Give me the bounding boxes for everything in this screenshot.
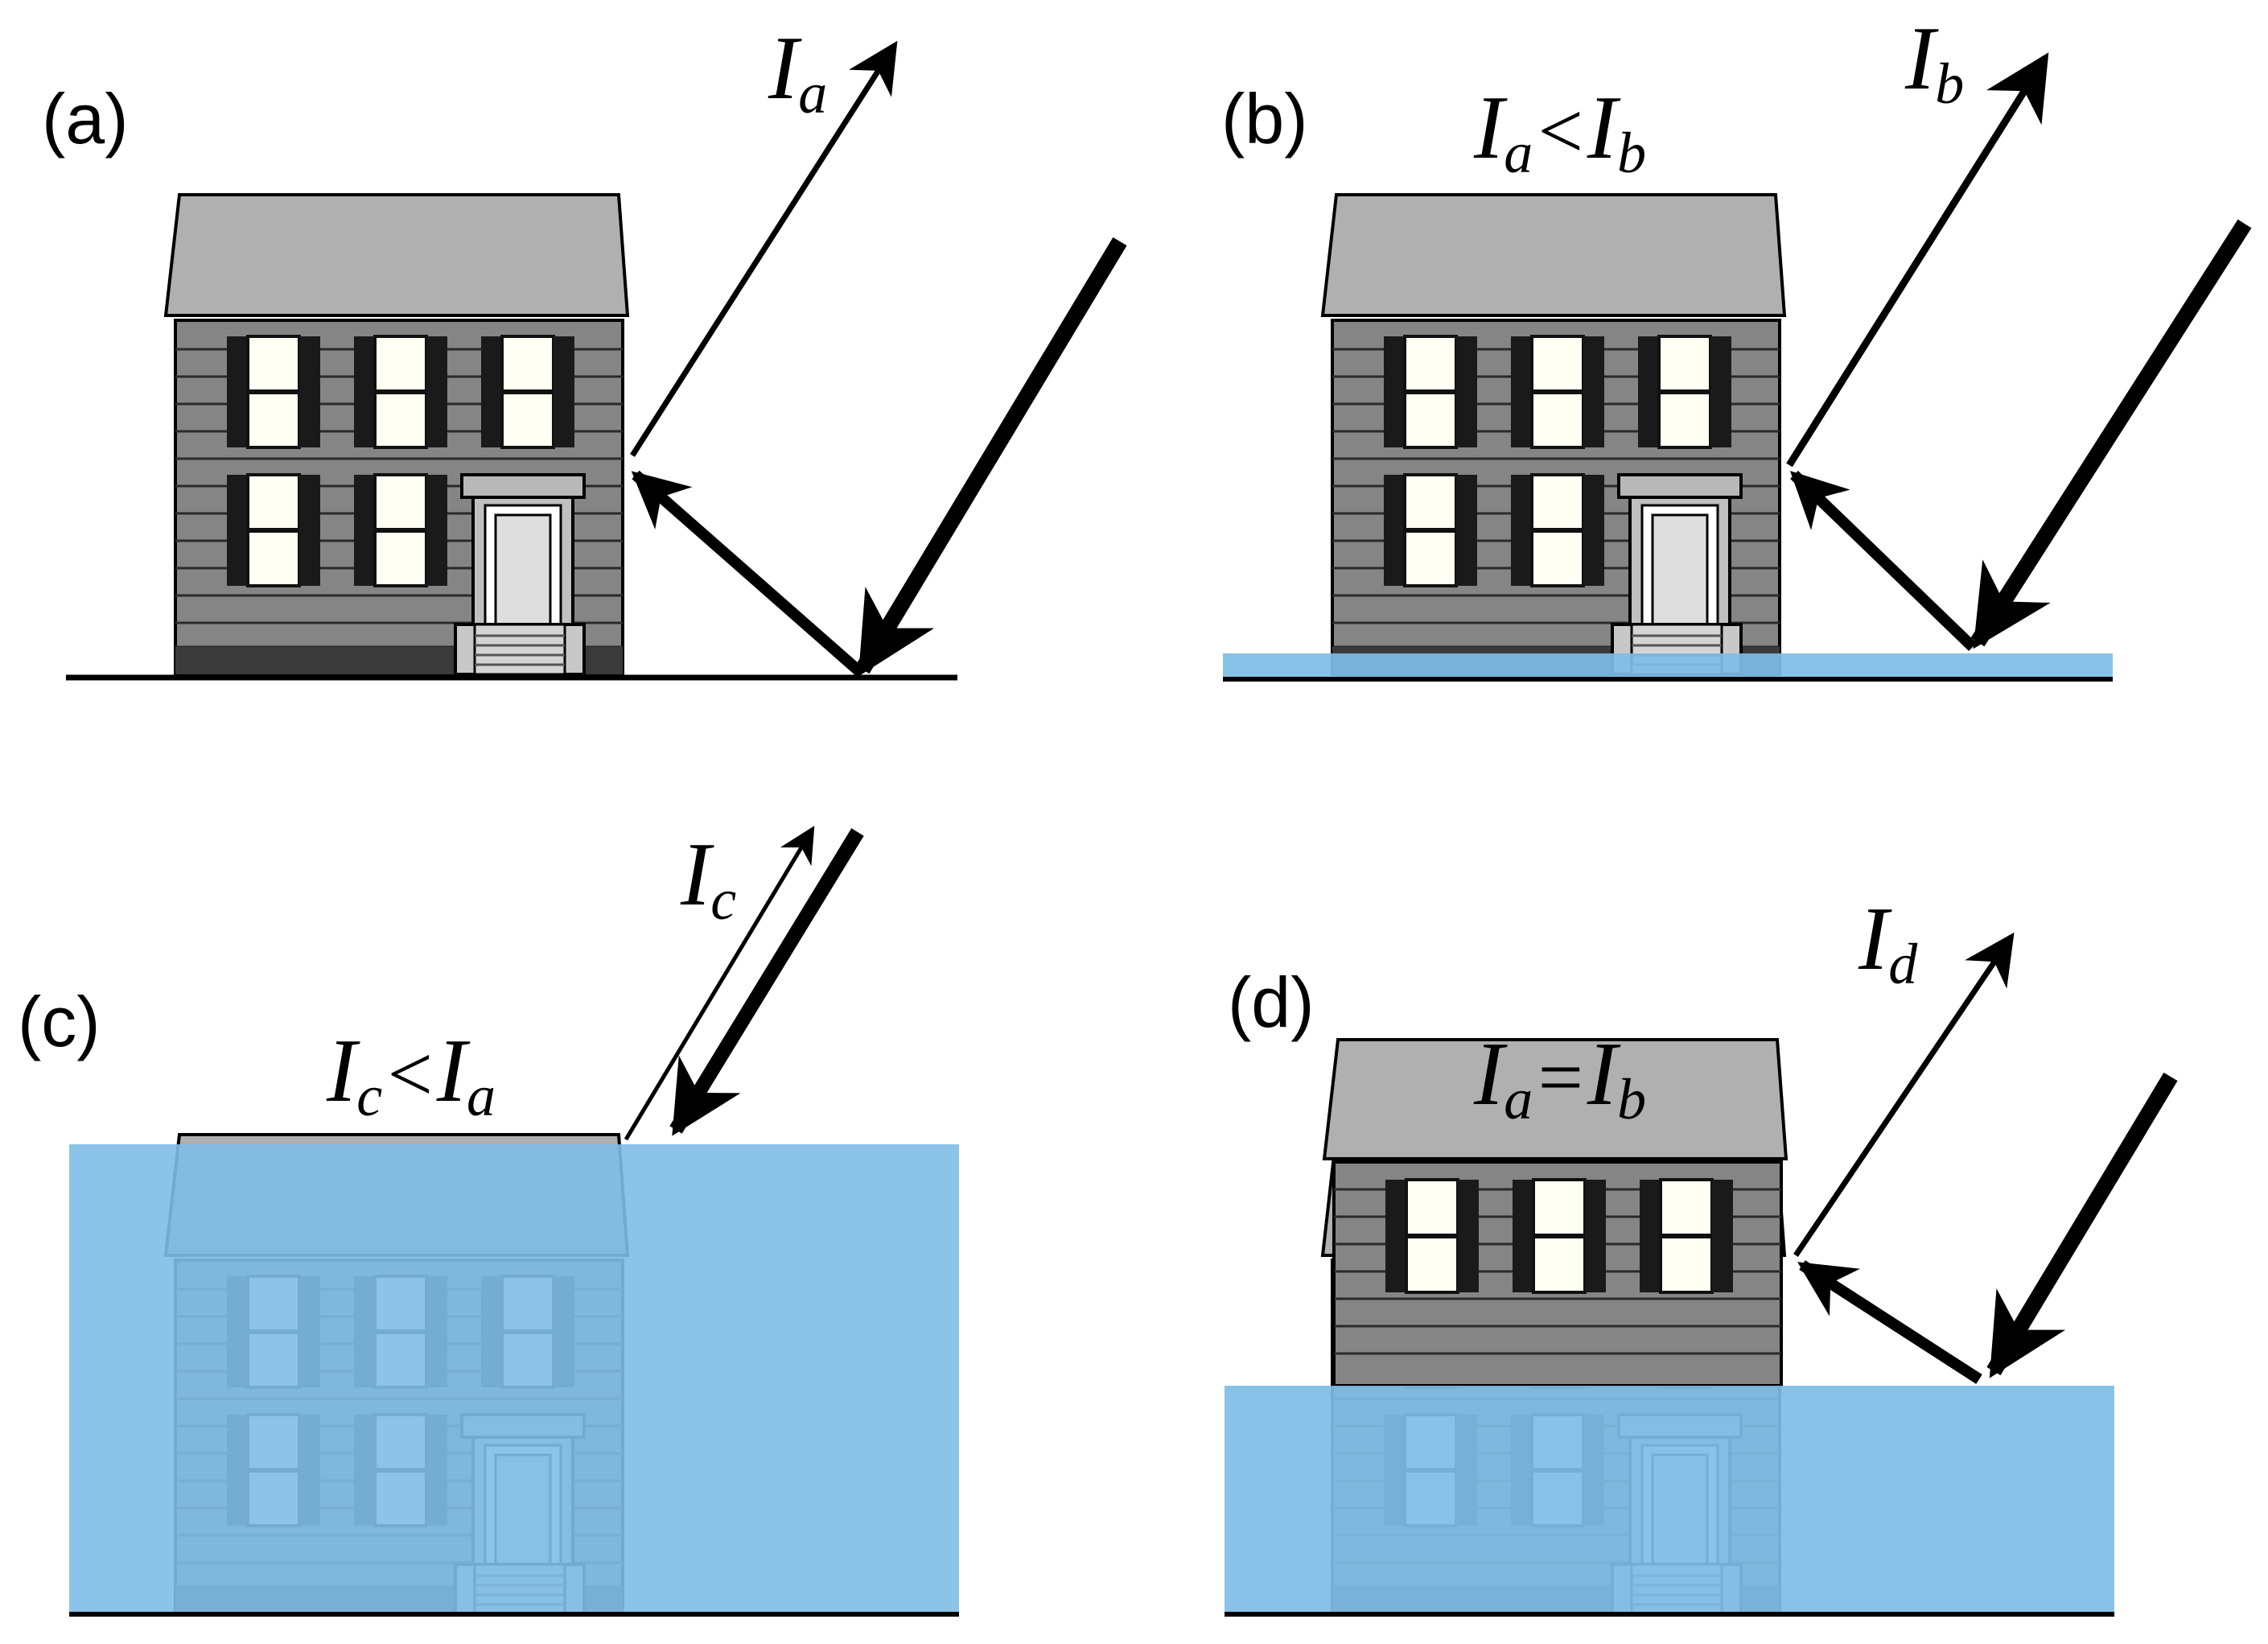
comparison-c: Ic<Ia <box>326 1021 496 1128</box>
comparison-b: Ia<Ib <box>1473 78 1646 185</box>
scattered-ray-b <box>1786 52 2049 468</box>
scattered-ray-a <box>630 40 898 457</box>
intensity-d: Id <box>1858 889 1918 996</box>
reflected-ray-b <box>1789 470 1977 652</box>
panel-c: (c) Ic Ic<Ia <box>18 825 959 1617</box>
house-a <box>166 195 628 674</box>
panel-d-label: (d) <box>1228 962 1315 1042</box>
comparison-d: Ia=Ib <box>1473 1024 1646 1131</box>
panel-a-label: (a) <box>42 79 129 159</box>
house-b <box>1323 195 1784 674</box>
incident-ray-d <box>1986 1072 2178 1378</box>
panel-b: (b) Ib Ia<Ib <box>1221 9 2252 682</box>
reflected-ray-a <box>631 470 865 678</box>
incident-ray-a <box>855 237 1127 677</box>
panel-c-label: (c) <box>18 982 101 1061</box>
water-b <box>1223 653 2113 679</box>
incident-ray-b <box>1970 219 2252 649</box>
scattered-ray-c <box>624 826 815 1141</box>
water-c <box>69 1144 959 1613</box>
intensity-a: Ia <box>768 19 827 126</box>
panel-d: (d) Id Ia=Ib <box>1225 889 2178 1617</box>
incident-ray-c <box>669 828 864 1136</box>
scattered-ray-d <box>1793 932 2015 1257</box>
panel-a: (a) Ia <box>42 19 1127 681</box>
panel-b-label: (b) <box>1221 79 1308 159</box>
intensity-b: Ib <box>1904 9 1964 116</box>
reflected-ray-d <box>1797 1260 1982 1384</box>
water-d <box>1225 1386 2114 1613</box>
intensity-c: Ic <box>680 825 736 932</box>
